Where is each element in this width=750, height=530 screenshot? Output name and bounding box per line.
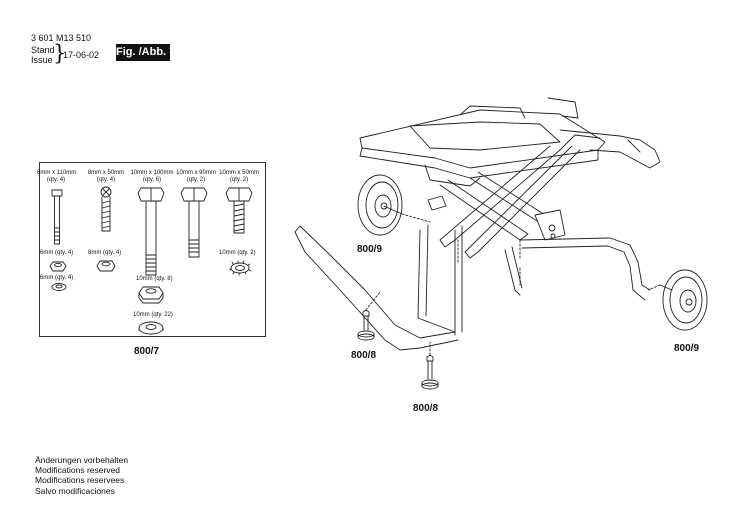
bolt-label-1: 6mm x 110mm(qty. 4) [37, 170, 77, 183]
nut-label-10mm: 10mm (qty. 8) [136, 276, 173, 282]
issue-date: 17-06-02 [63, 50, 100, 60]
lockwasher-10mm-icon [229, 260, 252, 276]
nut-label-6mm: 6mm (qty. 4) [40, 250, 74, 256]
hardware-kit-box [39, 162, 266, 337]
bolt-label-4: 10mm x 90mm(qty. 2) [176, 170, 216, 183]
stand-issue-label: Stand Issue [31, 45, 55, 65]
right-frame-leg [504, 237, 651, 301]
stand-label: Stand [31, 45, 55, 55]
wheel-left [357, 174, 403, 236]
issue-label: Issue [31, 55, 53, 65]
washer-10mm-icon [138, 321, 164, 335]
note-de: Änderungen vorbehalten [35, 455, 129, 465]
leader-lines [365, 213, 661, 356]
bolt-8x50-icon [100, 186, 112, 232]
washer-label-10mm: 10mm (qty. 22) [133, 312, 173, 318]
table-top-frame [359, 97, 606, 187]
bolt-10x100-icon [137, 187, 165, 276]
bolt-label-3: 10mm x 100mm(qty. 6) [130, 170, 174, 183]
nut-label-8mm: 8mm (qty. 4) [88, 250, 122, 256]
note-es: Salvo modificaciones [35, 485, 115, 496]
note-fr: Modifications reservees [35, 475, 125, 486]
callout-wheel-left: 800/9 [357, 244, 383, 255]
wheel-right [659, 269, 708, 331]
callout-foot-center: 800/8 [413, 403, 439, 414]
scissor-legs [427, 145, 581, 259]
part-number: 3 601 M13 510 [31, 33, 92, 43]
note-en: Modifications reserved [35, 465, 121, 476]
washer-6mm-icon [51, 283, 67, 291]
bolt-10x90-icon [180, 187, 208, 258]
foot-left [357, 309, 375, 341]
modification-notes: Änderungen vorbehalten Modifications res… [35, 455, 128, 496]
callout-wheel-right: 800/9 [674, 343, 700, 354]
nut-10mm-icon [138, 286, 164, 304]
bolt-6x110-icon [51, 189, 63, 245]
lockwasher-label-10mm: 10mm (qty. 2) [219, 250, 256, 256]
callout-hardware-kit: 800/7 [134, 346, 160, 357]
nut-8mm-icon [96, 260, 116, 272]
bolt-10x50-icon [225, 187, 253, 234]
bolt-label-5: 10mm x 50mm(qty. 2) [219, 170, 259, 183]
callout-foot-left: 800/8 [351, 350, 377, 361]
washer-label-6mm: 6mm (qty. 4) [40, 275, 74, 281]
figure-badge: Fig. /Abb. 7 [116, 44, 175, 61]
brace-glyph: } [53, 41, 67, 65]
foot-center [421, 354, 439, 390]
left-frame-leg [294, 224, 463, 351]
nut-6mm-icon [49, 261, 67, 272]
handle-arm [559, 129, 661, 169]
bolt-label-2: 8mm x 50mm(qty. 4) [87, 170, 125, 183]
